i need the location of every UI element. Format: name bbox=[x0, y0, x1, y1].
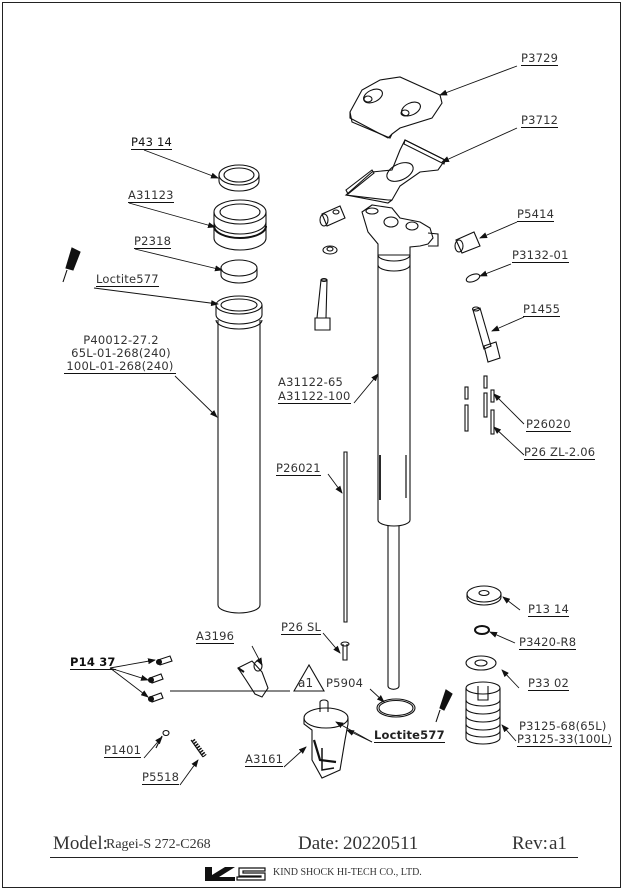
callout-loctite-top: Loctite577 bbox=[96, 272, 159, 287]
part-p2318-bushing bbox=[220, 259, 258, 284]
rev-value: a1 bbox=[549, 833, 567, 854]
part-p5414-bushing bbox=[454, 231, 481, 254]
part-p3302-washer bbox=[465, 655, 497, 671]
part-p4314-seal bbox=[218, 164, 260, 192]
part-a31122-inner-post bbox=[361, 204, 439, 690]
part-p3420-circlip bbox=[474, 625, 490, 635]
part-p5518-spring bbox=[190, 738, 207, 758]
part-p1401-bolt bbox=[155, 729, 170, 749]
part-bolt-left bbox=[314, 277, 331, 331]
callout-a31122-line2: A31122-100 bbox=[278, 389, 351, 404]
callout-loctite-bottom: Loctite577 bbox=[374, 728, 445, 743]
callout-p40012-line1: P40012-27.2 bbox=[83, 333, 159, 347]
part-p1314-washer bbox=[466, 585, 502, 606]
part-small-bushing-left bbox=[319, 205, 346, 227]
revision-triangle-label: a1 bbox=[298, 676, 314, 690]
callout-a3161: A3161 bbox=[245, 752, 284, 767]
callout-p1437: P14 37 bbox=[70, 655, 116, 670]
date-label: Date: bbox=[298, 833, 340, 854]
glue-tube-icon bbox=[62, 247, 81, 283]
callout-p5414: P5414 bbox=[517, 207, 555, 222]
callout-p2318: P2318 bbox=[134, 234, 172, 249]
part-a3196-lever bbox=[237, 660, 269, 698]
part-p3132-nut bbox=[465, 273, 481, 283]
ks-logo-icon bbox=[205, 867, 266, 881]
callout-p26zl: P26 ZL-2.06 bbox=[524, 445, 596, 460]
callout-p3132: P3132-01 bbox=[512, 248, 569, 263]
model-label: Model: bbox=[53, 833, 108, 854]
glue-tube-lower-icon bbox=[435, 689, 453, 723]
callout-p26sl: P26 SL bbox=[281, 620, 322, 635]
callout-p3420: P3420-R8 bbox=[519, 635, 577, 650]
callout-p1401: P1401 bbox=[104, 743, 142, 758]
part-p26sl-pin bbox=[340, 641, 350, 661]
revision-triangle bbox=[293, 663, 325, 692]
callout-a3196: A3196 bbox=[196, 629, 235, 644]
part-p3125-spring bbox=[465, 681, 501, 745]
callout-p40012-line3: 100L-01-268(240) bbox=[64, 360, 176, 374]
part-a3161-base bbox=[303, 699, 349, 779]
callout-a31122-line1: A31122-65 bbox=[278, 375, 344, 389]
callout-a31123: A31123 bbox=[128, 188, 174, 203]
callout-p3729: P3729 bbox=[521, 51, 559, 66]
leader-lines bbox=[93, 65, 525, 786]
callout-p3125-line2: P3125-33(100L) bbox=[517, 732, 613, 747]
callout-p3125-line1: P3125-68(65L) bbox=[519, 719, 607, 733]
callout-p40012-line2: 65L-01-268(240) bbox=[71, 346, 171, 360]
rev-label: Rev: bbox=[512, 833, 548, 854]
part-p1437-screws bbox=[147, 655, 173, 703]
part-p1455-bolt bbox=[471, 306, 501, 363]
title-block-divider bbox=[50, 857, 578, 858]
part-small-washer-left bbox=[322, 245, 338, 255]
callout-p5904: P5904 bbox=[326, 676, 364, 690]
callout-p1455: P1455 bbox=[523, 302, 561, 317]
model-value: Ragei-S 272-C268 bbox=[106, 837, 211, 852]
part-p26020-pins bbox=[464, 375, 495, 435]
part-p26021-rod bbox=[343, 451, 348, 623]
part-p5904-oring bbox=[376, 698, 416, 718]
callout-p4314: P43 14 bbox=[131, 135, 173, 150]
callout-p3302: P33 02 bbox=[528, 676, 570, 691]
callout-p3712: P3712 bbox=[521, 113, 559, 128]
callout-p26021: P26021 bbox=[276, 461, 321, 476]
date-value: 20220511 bbox=[343, 833, 419, 854]
callout-p26020: P26020 bbox=[526, 417, 571, 432]
company-name: KIND SHOCK HI-TECH CO., LTD. bbox=[273, 867, 422, 878]
callout-p1314: P13 14 bbox=[528, 602, 570, 617]
part-a31123-collar bbox=[213, 199, 267, 251]
part-p3712-lower-clamp bbox=[344, 139, 446, 204]
part-p3729-clamp-plate bbox=[349, 76, 443, 139]
callout-p5518: P5518 bbox=[142, 770, 180, 785]
part-p40012-outer-tube bbox=[215, 295, 263, 614]
